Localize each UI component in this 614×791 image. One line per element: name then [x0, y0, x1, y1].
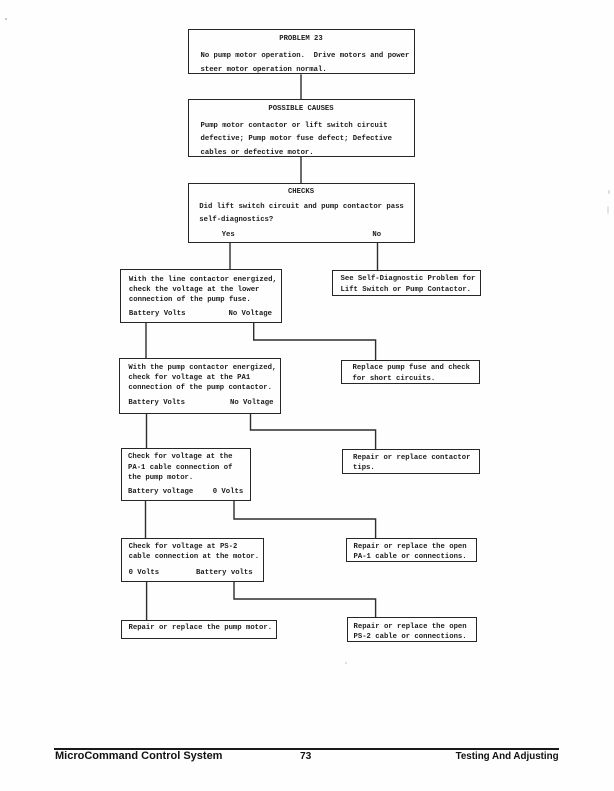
possible-causes-title: POSSIBLE CAUSES: [268, 105, 334, 114]
check-pa1-contactor-body: With the pump contactor energized, check…: [128, 363, 277, 393]
check-pa1-motor-box: Check for voltage at the PA-1 cable conn…: [121, 447, 251, 501]
repair-ps2-cable-body: Repair or replace the open PS-2 cable or…: [353, 622, 467, 642]
scan-speck: [607, 206, 609, 214]
footer-page-number: 73: [300, 751, 312, 763]
check-pump-fuse-left-outcome: Battery Volts: [128, 309, 186, 318]
scan-speck: [5, 18, 7, 20]
possible-causes-body: Pump motor contactor or lift switch circ…: [200, 121, 392, 157]
repair-pump-motor-body: Repair or replace the pump motor.: [128, 624, 273, 632]
repair-contactor-tips-box: Repair or replace contactor tips.: [341, 448, 480, 474]
check-pa1-motor-body: Check for voltage at the PA-1 cable conn…: [128, 453, 233, 482]
footer-section-title: Testing And Adjusting: [455, 751, 559, 763]
possible-causes-box: POSSIBLE CAUSES Pump motor contactor or …: [187, 99, 415, 157]
connector-fuse-novoltage: [252, 323, 377, 360]
problem-title: PROBLEM 23: [279, 35, 323, 44]
check-ps2-body: Check for voltage at PS-2 cable connecti…: [128, 543, 260, 562]
check-ps2-left-outcome: 0 Volts: [128, 568, 160, 577]
checks-body: Did lift switch circuit and pump contact…: [199, 202, 404, 225]
replace-pump-fuse-box: Replace pump fuse and check for short ci…: [341, 359, 480, 384]
problem-box: PROBLEM 23 No pump motor operation. Driv…: [187, 29, 415, 75]
check-pa1-motor-right-outcome: 0 Volts: [212, 488, 244, 497]
check-pump-fuse-box: With the line contactor energized, check…: [119, 268, 282, 324]
check-pa1-motor-left-outcome: Battery voltage: [128, 488, 194, 497]
check-pump-fuse-right-outcome: No Voltage: [228, 309, 272, 318]
repair-contactor-tips-body: Repair or replace contactor tips.: [353, 453, 471, 472]
replace-pump-fuse-body: Replace pump fuse and check for short ci…: [352, 364, 470, 383]
check-pa1-contactor-right-outcome: No Voltage: [229, 399, 274, 408]
repair-pa1-cable-body: Repair or replace the open PA-1 cable or…: [353, 543, 467, 562]
checks-title: CHECKS: [287, 188, 315, 197]
scan-speck: [345, 662, 347, 664]
scan-speck: [608, 190, 610, 194]
check-ps2-outcomes: 0 Volts Battery volts: [122, 568, 263, 578]
check-pump-fuse-outcomes: Battery Volts No Voltage: [121, 309, 281, 319]
check-pa1-motor-outcomes: Battery voltage 0 Volts: [122, 487, 250, 497]
repair-pump-motor-box: Repair or replace the pump motor.: [121, 619, 277, 639]
checks-yes-label: Yes: [221, 231, 235, 240]
footer-manual-title: MicroCommand Control System: [55, 750, 223, 763]
problem-body: No pump motor operation. Drive motors an…: [200, 52, 410, 74]
repair-ps2-cable-box: Repair or replace the open PS-2 cable or…: [346, 617, 477, 642]
check-pa1-contactor-outcomes: Battery Volts No Voltage: [120, 398, 280, 408]
repair-pa1-cable-box: Repair or replace the open PA-1 cable or…: [346, 538, 477, 562]
checks-box: CHECKS Did lift switch circuit and pump …: [187, 183, 415, 244]
see-self-diagnostic-body: See Self-Diagnostic Problem for Lift Swi…: [340, 275, 476, 294]
check-ps2-box: Check for voltage at PS-2 cable connecti…: [121, 537, 264, 582]
connector-pa1contactor-novoltage: [249, 413, 377, 449]
footer-rule: [54, 747, 559, 750]
check-ps2-right-outcome: Battery volts: [196, 568, 253, 577]
connector-ps2-battery: [233, 581, 377, 618]
checks-no-label: No: [372, 231, 382, 240]
check-pump-fuse-body: With the line contactor energized, check…: [128, 275, 277, 305]
connector-pa1motor-0volts: [233, 500, 377, 539]
see-self-diagnostic-box: See Self-Diagnostic Problem for Lift Swi…: [332, 270, 481, 296]
check-pa1-contactor-box: With the pump contactor energized, check…: [119, 357, 281, 414]
check-pa1-contactor-left-outcome: Battery Volts: [128, 399, 185, 408]
